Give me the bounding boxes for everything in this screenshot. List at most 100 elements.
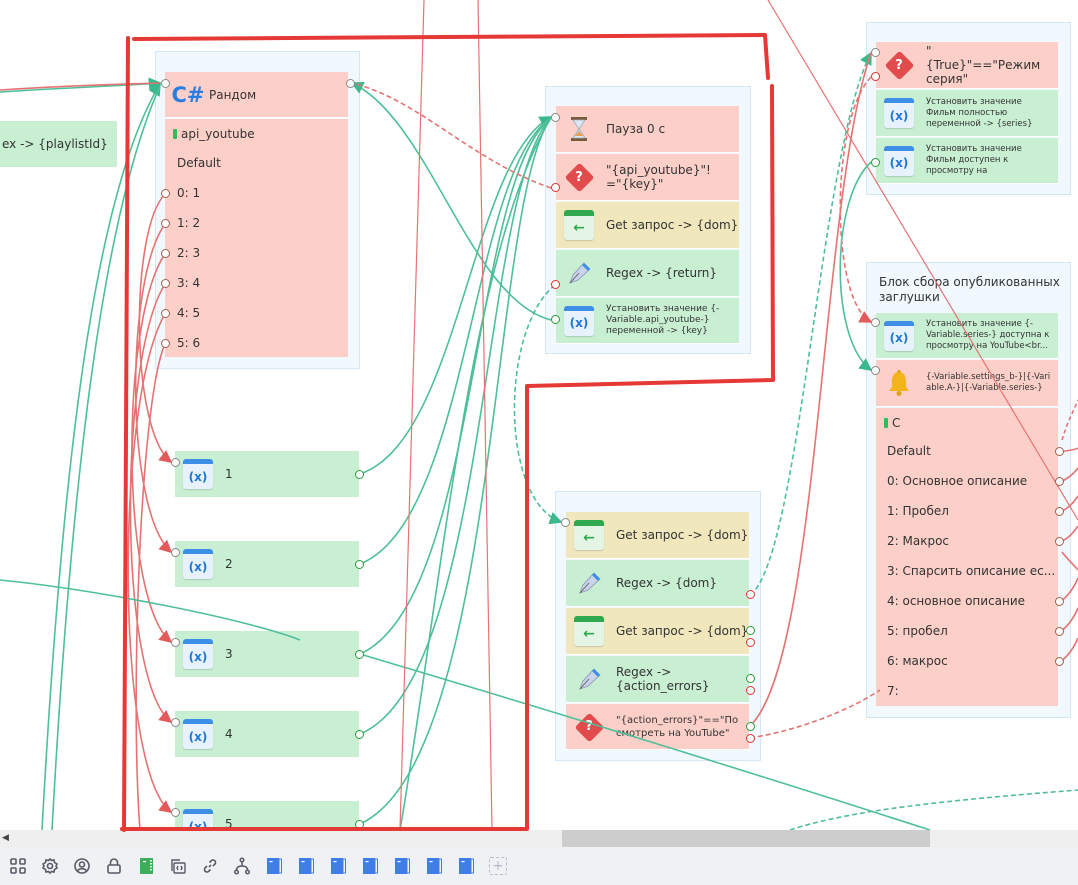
case-1: 1: 2 <box>177 216 201 230</box>
scroll-left-arrow[interactable]: ◀ <box>2 833 9 843</box>
blue-notebook-icon-3[interactable] <box>326 854 350 878</box>
blue-notebook-icon-6[interactable] <box>422 854 446 878</box>
error-port[interactable] <box>746 638 755 647</box>
success-port[interactable] <box>746 722 755 731</box>
case-port[interactable] <box>1055 447 1064 456</box>
input-port[interactable] <box>871 48 880 57</box>
condition-node-series[interactable]: ? "{True}"=="Режим серия" <box>876 42 1058 89</box>
input-port[interactable] <box>171 808 180 817</box>
variable-node-5[interactable]: (x) 5 <box>175 801 359 830</box>
node-label: Get запрос -> {dom} <box>616 528 749 542</box>
regex-dom-node[interactable]: Regex -> {dom} <box>566 560 749 607</box>
output-port[interactable] <box>355 820 364 829</box>
input-port[interactable] <box>161 79 170 88</box>
input-port[interactable] <box>871 366 880 375</box>
variable-node-1[interactable]: (x) 1 <box>175 451 359 498</box>
condition-node-action-errors[interactable]: ? "{action_errors}"=="Посмотреть на YouT… <box>566 704 749 750</box>
code-file-icon[interactable] <box>166 854 190 878</box>
case-port[interactable] <box>1055 627 1064 636</box>
output-port[interactable] <box>346 79 355 88</box>
wire <box>127 313 173 813</box>
lock-icon[interactable] <box>102 854 126 878</box>
set-key-variable-node[interactable]: (x) Установить значение {-Variable.api_y… <box>556 298 739 344</box>
output-port[interactable] <box>355 560 364 569</box>
grid-icon[interactable] <box>6 854 30 878</box>
success-port[interactable] <box>746 626 755 635</box>
green-notebook-icon[interactable] <box>134 854 158 878</box>
error-port[interactable] <box>551 183 560 192</box>
input-port[interactable] <box>551 113 560 122</box>
case-port[interactable] <box>1055 507 1064 516</box>
variable-node-3[interactable]: (x) 3 <box>175 631 359 678</box>
node-label: "{action_errors}"=="Посмотреть на YouTub… <box>616 714 739 739</box>
case-port[interactable] <box>161 339 170 348</box>
get-request-node-2[interactable]: ← Get запрос -> {dom} <box>566 608 749 655</box>
case-3: 3: Спарсить описание ес... <box>887 564 1056 578</box>
variable-node-2[interactable]: (x) 2 <box>175 541 359 588</box>
blue-notebook-icon-4[interactable] <box>358 854 382 878</box>
input-port[interactable] <box>171 718 180 727</box>
condition-node-key[interactable]: ? "{api_youtube}"!="{key}" <box>556 154 739 201</box>
node-label: Рандом <box>209 87 257 102</box>
success-port[interactable] <box>551 315 560 324</box>
get-request-node[interactable]: ← Get запрос -> {dom} <box>556 202 739 249</box>
input-port[interactable] <box>871 318 880 327</box>
success-port[interactable] <box>871 158 880 167</box>
random-node[interactable]: C# Рандом <box>165 72 348 118</box>
notification-node[interactable]: {-Variable.settings_b-}|{-Variable.A-}|{… <box>876 360 1058 407</box>
case-port[interactable] <box>1055 477 1064 486</box>
variable-icon: (x) <box>183 639 213 669</box>
input-port[interactable] <box>561 518 570 527</box>
blue-notebook-icon-7[interactable] <box>454 854 478 878</box>
variable-name: api_youtube <box>181 127 255 141</box>
branch-icon[interactable] <box>230 854 254 878</box>
link-icon[interactable] <box>198 854 222 878</box>
get-request-icon: ← <box>574 520 604 550</box>
add-tab-button[interactable]: + <box>489 857 507 875</box>
output-port[interactable] <box>355 470 364 479</box>
regex-action-errors-node[interactable]: Regex -> {action_errors} <box>566 656 749 703</box>
error-port[interactable] <box>871 72 880 81</box>
regex-return-node[interactable]: Regex -> {return} <box>556 250 739 297</box>
error-port[interactable] <box>746 590 755 599</box>
set-series-variable-node[interactable]: (x) Установить значение Фильм полностью … <box>876 90 1058 137</box>
output-port[interactable] <box>355 730 364 739</box>
case-port[interactable] <box>1055 597 1064 606</box>
error-port[interactable] <box>746 734 755 743</box>
case-port[interactable] <box>161 219 170 228</box>
blue-notebook-icon-5[interactable] <box>390 854 414 878</box>
user-profile-icon[interactable] <box>70 854 94 878</box>
error-port[interactable] <box>746 686 755 695</box>
variable-icon: (x) <box>884 320 914 351</box>
input-port[interactable] <box>171 458 180 467</box>
input-port[interactable] <box>171 548 180 557</box>
error-port[interactable] <box>551 280 560 289</box>
workflow-canvas[interactable]: ex -> {playlistId} C# Рандом api_youtube… <box>0 0 1078 830</box>
variable-icon: (x) <box>564 305 594 336</box>
set-free-variable-node[interactable]: (x) Установить значение Фильм доступен к… <box>876 138 1058 184</box>
variable-node-4[interactable]: (x) 4 <box>175 711 359 758</box>
node-label: Get запрос -> {dom} <box>606 218 739 232</box>
wire <box>350 82 552 321</box>
case-port[interactable] <box>161 249 170 258</box>
blue-notebook-icon-1[interactable] <box>262 854 286 878</box>
wire <box>477 0 493 830</box>
case-port[interactable] <box>1055 657 1064 666</box>
case-port[interactable] <box>161 279 170 288</box>
horizontal-scrollbar[interactable]: ◀ <box>0 830 1078 847</box>
get-request-node-1[interactable]: ← Get запрос -> {dom} <box>566 512 749 559</box>
regex-playlistid-node[interactable]: ex -> {playlistId} <box>0 121 117 168</box>
wire <box>749 52 872 727</box>
blue-notebook-icon-2[interactable] <box>294 854 318 878</box>
node-label: Пауза 0 с <box>606 122 666 136</box>
case-port[interactable] <box>1055 537 1064 546</box>
case-port[interactable] <box>161 309 170 318</box>
output-port[interactable] <box>355 650 364 659</box>
input-port[interactable] <box>171 638 180 647</box>
settings-gear-icon[interactable] <box>38 854 62 878</box>
set-stub-variable-node[interactable]: (x) Установить значение {-Variable.serie… <box>876 313 1058 359</box>
case-port[interactable] <box>161 189 170 198</box>
scrollbar-thumb[interactable] <box>562 830 930 847</box>
success-port[interactable] <box>746 674 755 683</box>
pause-node[interactable]: Пауза 0 с <box>556 106 739 153</box>
